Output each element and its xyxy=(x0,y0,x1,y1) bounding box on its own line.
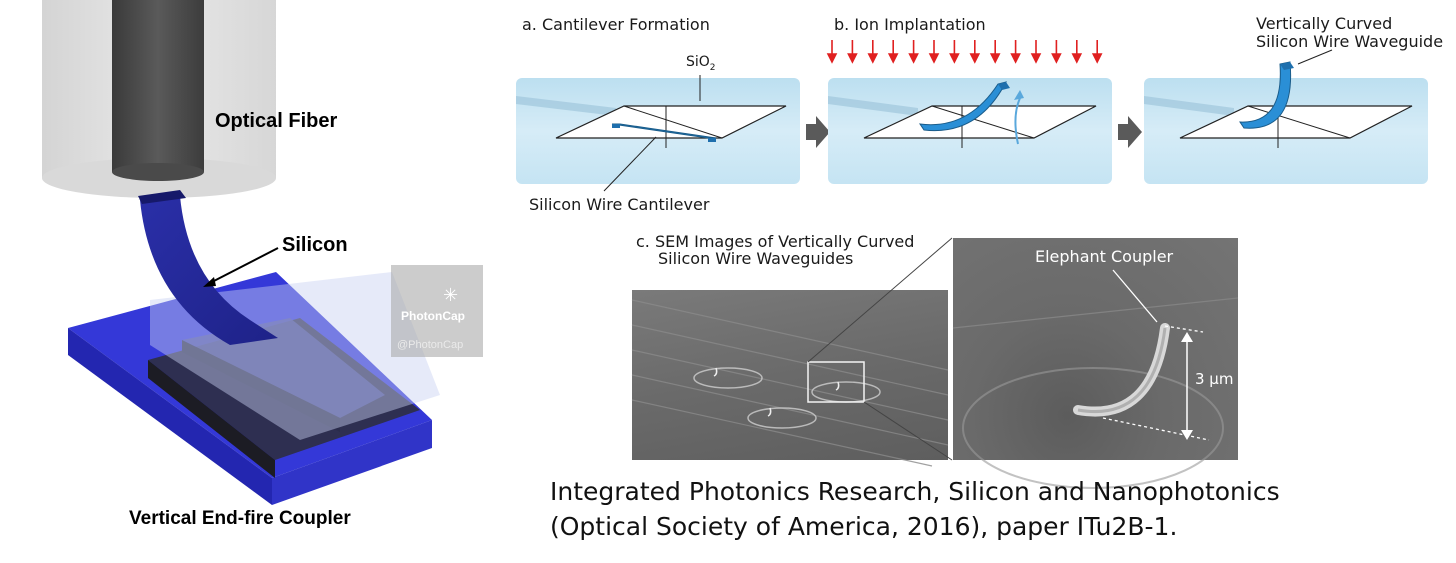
cantilever-label: Silicon Wire Cantilever xyxy=(529,195,710,214)
substrate-right xyxy=(272,420,432,505)
ion-arrow-head xyxy=(969,53,981,64)
ion-arrow-head xyxy=(928,53,940,64)
sem-overview-drawing xyxy=(631,299,949,467)
ion-arrow-head xyxy=(949,53,960,64)
ion-arrow-head xyxy=(867,53,879,64)
scale-label: 3 μm xyxy=(1195,370,1234,388)
watermark-name: PhotonCap xyxy=(401,309,465,323)
final-title-line1: Vertically Curved xyxy=(1256,14,1393,33)
ion-arrow-head xyxy=(887,53,899,64)
optical-fiber-label: Optical Fiber xyxy=(215,110,338,132)
sio2-text: SiO xyxy=(686,54,710,70)
sio2-label: SiO2 xyxy=(686,54,716,73)
ion-arrow-head xyxy=(1010,53,1021,64)
substrate-left xyxy=(68,328,272,505)
ion-implantation-drawing xyxy=(828,81,1097,148)
ion-arrow-head xyxy=(847,53,858,64)
coupler-3d-drawing xyxy=(42,0,440,505)
panel-ion-implantation xyxy=(828,78,1112,184)
process-arrow-2 xyxy=(1118,116,1142,148)
curved-waveguide-drawing xyxy=(1144,61,1413,148)
ion-arrows xyxy=(826,40,1103,64)
ion-arrow-head xyxy=(826,53,838,64)
elephant-coupler-label: Elephant Coupler xyxy=(1035,247,1174,266)
final-leader-line xyxy=(1297,49,1333,65)
ion-arrow-head xyxy=(1030,53,1042,64)
ion-arrow-head xyxy=(1091,53,1103,64)
process-arrow-1 xyxy=(806,116,830,148)
photoncap-watermark: ✳ PhotonCap @PhotonCap xyxy=(391,265,483,357)
step-a-title: a. Cantilever Formation xyxy=(522,15,710,34)
cantilever-leader-line xyxy=(603,136,657,192)
sem-title-line2: Silicon Wire Waveguides xyxy=(658,249,854,268)
sparkle-icon: ✳ xyxy=(443,285,459,305)
sem-overview-image xyxy=(631,290,949,467)
final-title-line2: Silicon Wire Waveguide xyxy=(1256,32,1444,51)
panel-cantilever-formation xyxy=(516,78,800,184)
sem-closeup-image: Elephant Coupler 3 μm xyxy=(952,238,1239,489)
fiber-core xyxy=(112,0,204,179)
silicon-waveguide xyxy=(138,196,278,345)
vertical-coupler-illustration: Optical Fiber Silicon Vertical End-fire … xyxy=(0,0,500,563)
watermark-handle: @PhotonCap xyxy=(397,339,464,351)
sio2-subscript: 2 xyxy=(709,62,716,73)
coupler-caption: Vertical End-fire Coupler xyxy=(129,508,351,529)
citation-line1: Integrated Photonics Research, Silicon a… xyxy=(550,477,1280,506)
sem-title-line1: c. SEM Images of Vertically Curved xyxy=(636,232,915,251)
ion-arrow-head xyxy=(908,53,919,64)
ion-arrow-head xyxy=(1051,53,1062,64)
ion-arrow-head xyxy=(989,53,1001,64)
panel-curved-waveguide xyxy=(1144,61,1428,184)
silicon-label: Silicon xyxy=(282,234,348,256)
zoom-connectors xyxy=(807,237,953,461)
sio2-leader-line xyxy=(699,75,701,101)
ion-arrow-head xyxy=(1071,53,1083,64)
citation-line2: (Optical Society of America, 2016), pape… xyxy=(550,512,1178,541)
step-b-title: b. Ion Implantation xyxy=(834,15,986,34)
cantilever-formation-drawing xyxy=(516,96,787,148)
sem-closeup-drawing xyxy=(952,269,1239,489)
